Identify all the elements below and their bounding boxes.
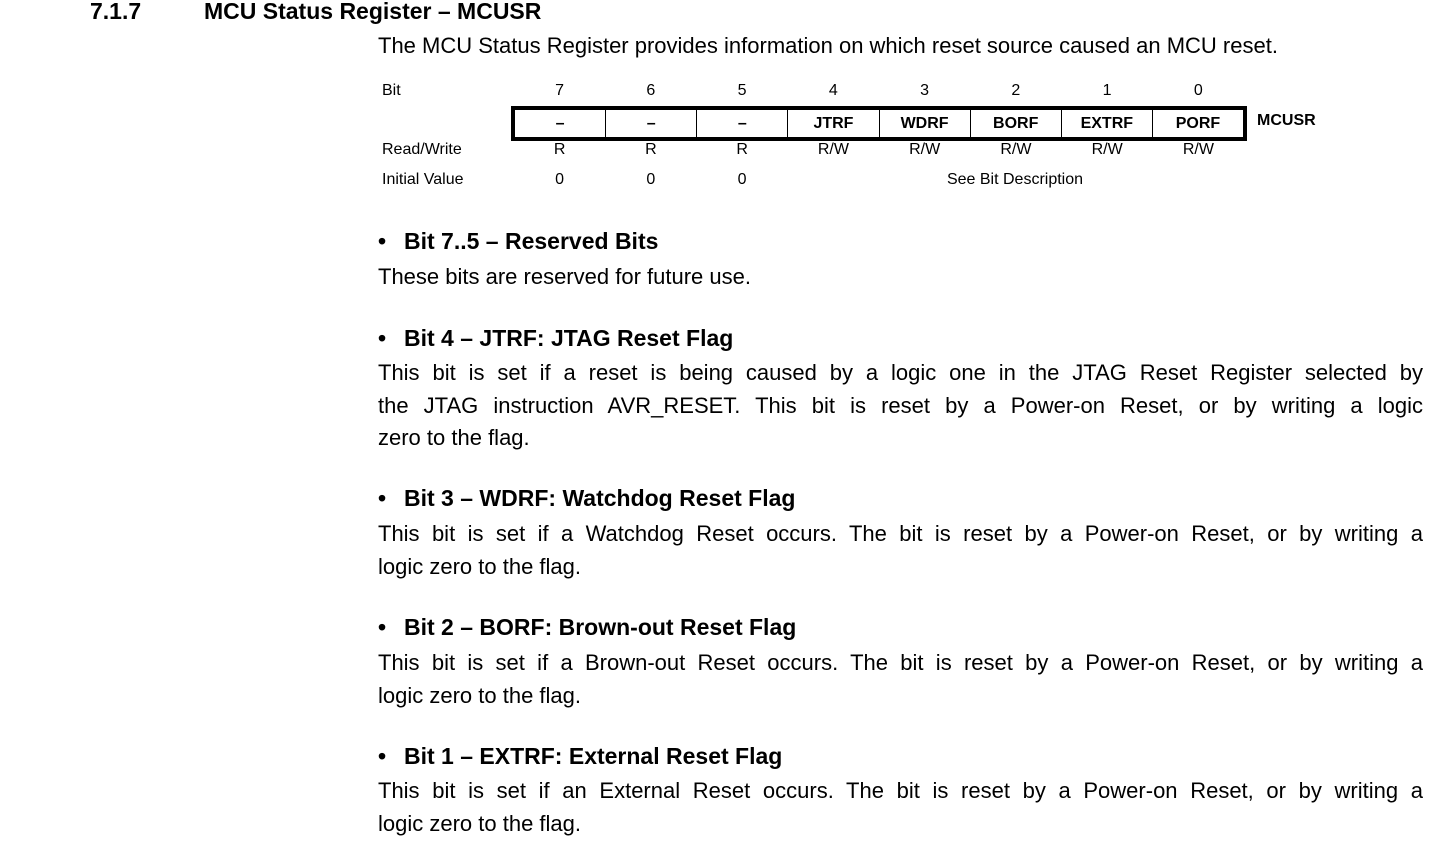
access-value: R [736, 141, 748, 158]
bit-number: 6 [646, 82, 656, 99]
access-value: R [553, 141, 566, 158]
bit-description-borf: This bit is set if a Brown-out Reset occ… [378, 647, 1423, 712]
intro-paragraph: The MCU Status Register provides informa… [378, 33, 1278, 58]
bit-name-cell: JTRF [788, 110, 880, 137]
see-bit-description: See Bit Description [946, 171, 1084, 188]
bit-row-label: Bit [382, 82, 401, 99]
bullet: • [378, 614, 387, 640]
bit-number: 1 [1102, 82, 1112, 99]
description-line: logic zero to the flag. [378, 553, 582, 579]
bit-description-extrf: This bit is set if an External Reset occ… [378, 775, 1423, 840]
bit-name-cell: – [606, 110, 698, 137]
bit-heading-wdrf: • Bit 3 – WDRF: Watchdog Reset Flag [378, 484, 795, 512]
register-name: MCUSR [1257, 112, 1316, 129]
register-bit-box: – – – JTRF WDRF BORF EXTRF PORF [511, 106, 1247, 141]
initial-value: 0 [646, 171, 656, 188]
bullet: • [378, 485, 387, 511]
bit-number: 3 [920, 82, 930, 99]
description-line: logic zero to the flag. [378, 810, 582, 836]
bit-name-cell: BORF [971, 110, 1062, 137]
access-value: R/W [817, 141, 849, 158]
heading-text: Bit 7..5 – Reserved Bits [404, 228, 659, 254]
bit-name-cell: WDRF [880, 110, 971, 137]
description-line: zero to the flag. [378, 425, 530, 450]
description-line: This bit is set if a reset is being caus… [378, 360, 1423, 385]
description-line: This bit is set if an External Reset occ… [378, 778, 1423, 803]
bit-name-cell: – [697, 110, 789, 137]
description-line: This bit is set if a Brown-out Reset occ… [378, 650, 1423, 675]
bullet: • [378, 228, 387, 254]
bit-name-cell: EXTRF [1062, 110, 1153, 137]
access-value: R/W [1091, 141, 1123, 158]
initial-value-label: Initial Value [382, 171, 464, 188]
bit-name-cell: PORF [1175, 115, 1221, 132]
bit-number: 2 [1011, 82, 1021, 99]
initial-value: 0 [737, 171, 747, 188]
access-value: R/W [909, 141, 941, 158]
access-value: R/W [1000, 141, 1032, 158]
initial-value-row: 0 0 0 [514, 170, 1244, 190]
bit-description-reserved: These bits are reserved for future use. [378, 261, 1423, 294]
bit-heading-extrf: • Bit 1 – EXTRF: External Reset Flag [378, 742, 782, 770]
bit-heading-jtrf: • Bit 4 – JTRF: JTAG Reset Flag [378, 324, 733, 352]
bullet: • [378, 325, 387, 351]
initial-value: 0 [555, 171, 565, 188]
bit-name-cell: – [515, 110, 607, 137]
bit-number-row: 7 6 5 4 3 2 1 0 [514, 81, 1244, 101]
bit-heading-reserved: • Bit 7..5 – Reserved Bits [378, 227, 658, 255]
heading-text: Bit 4 – JTRF: JTAG Reset Flag [404, 325, 734, 351]
heading-text: Bit 3 – WDRF: Watchdog Reset Flag [404, 485, 796, 511]
description-line: the JTAG instruction AVR_RESET. This bit… [378, 392, 1423, 418]
access-value: R [645, 141, 657, 158]
access-row: R R R R/W R/W R/W R/W R/W [514, 140, 1244, 160]
description-line: This bit is set if a Watchdog Reset occu… [378, 521, 1423, 546]
section-title: MCU Status Register – MCUSR [204, 0, 542, 24]
bit-number: 4 [828, 82, 838, 99]
bullet: • [378, 743, 387, 769]
section-number: 7.1.7 [90, 0, 142, 24]
description-line: logic zero to the flag. [378, 682, 582, 708]
bit-number: 7 [555, 82, 565, 99]
access-value: R/W [1182, 141, 1214, 158]
read-write-label: Read/Write [382, 141, 462, 158]
bit-heading-borf: • Bit 2 – BORF: Brown-out Reset Flag [378, 613, 796, 641]
bit-description-wdrf: This bit is set if a Watchdog Reset occu… [378, 518, 1423, 583]
bit-number: 0 [1193, 82, 1203, 99]
bit-number: 5 [737, 82, 747, 99]
bit-description-jtrf: This bit is set if a reset is being caus… [378, 357, 1423, 455]
heading-text: Bit 2 – BORF: Brown-out Reset Flag [404, 614, 797, 640]
description-line: These bits are reserved for future use. [378, 264, 751, 289]
heading-text: Bit 1 – EXTRF: External Reset Flag [404, 743, 783, 769]
